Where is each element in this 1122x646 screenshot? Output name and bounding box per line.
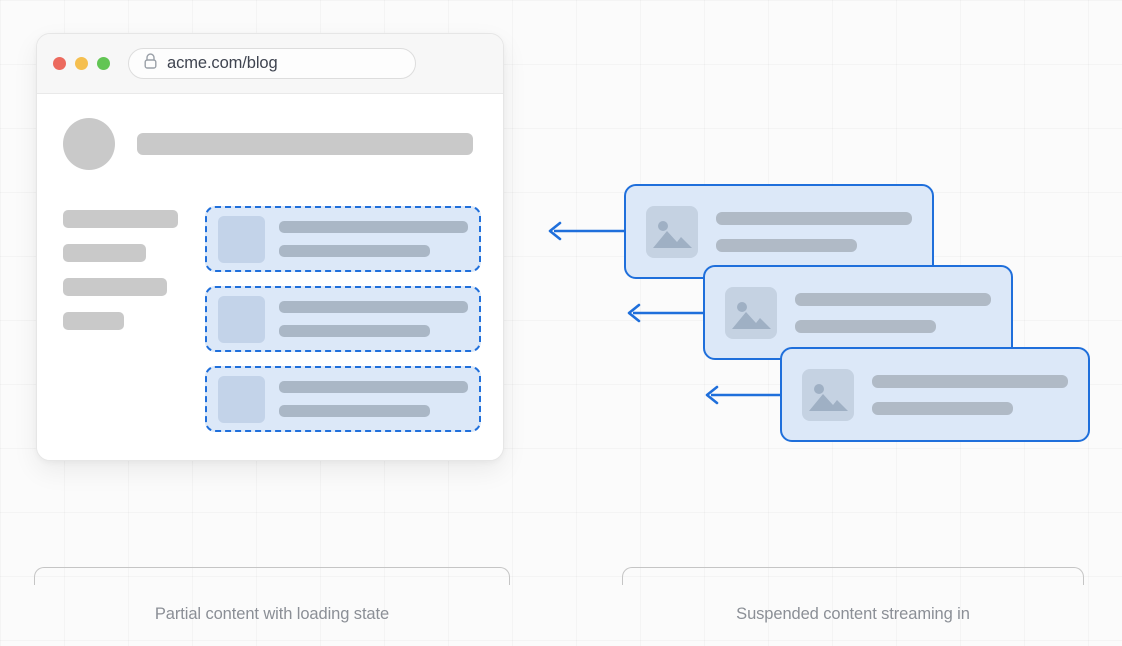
sidebar-skeleton	[63, 206, 178, 346]
streaming-card-lines	[795, 292, 991, 333]
stream-arrow-3	[703, 384, 795, 406]
stream-arrow-2	[625, 302, 717, 324]
loading-card[interactable]	[205, 366, 481, 432]
browser-chrome: acme.com/blog	[37, 34, 503, 94]
image-placeholder-icon	[646, 205, 698, 258]
streaming-card-lines	[716, 211, 912, 252]
streaming-card[interactable]	[780, 347, 1090, 442]
stream-arrow-1	[546, 220, 638, 242]
page-content-skeleton	[63, 206, 481, 446]
image-thumb-placeholder	[218, 215, 265, 263]
traffic-lights	[53, 57, 110, 70]
image-placeholder-icon	[725, 286, 777, 339]
loading-card-lines	[279, 221, 468, 257]
caption-right: Suspended content streaming in	[736, 605, 970, 623]
text-line-placeholder	[279, 405, 431, 417]
text-line-placeholder	[716, 238, 858, 252]
text-line-placeholder	[716, 211, 912, 225]
loading-cards-list	[205, 206, 481, 446]
loading-card-lines	[279, 301, 468, 337]
browser-window: acme.com/blog	[36, 33, 504, 461]
streaming-card-lines	[872, 374, 1068, 415]
text-line-placeholder	[795, 292, 991, 306]
sidebar-item-placeholder	[63, 312, 124, 330]
lock-icon	[143, 52, 158, 75]
streaming-card[interactable]	[703, 265, 1013, 360]
streaming-card[interactable]	[624, 184, 934, 279]
caption-group-left: Partial content with loading state	[34, 567, 510, 624]
close-button[interactable]	[53, 57, 66, 70]
image-thumb-placeholder	[218, 295, 265, 343]
url-bar[interactable]: acme.com/blog	[128, 48, 416, 79]
page-header-skeleton	[63, 118, 481, 170]
text-line-placeholder	[279, 245, 431, 257]
bracket-right	[622, 567, 1084, 585]
text-line-placeholder	[279, 381, 468, 393]
caption-left: Partial content with loading state	[154, 605, 390, 623]
text-line-placeholder	[795, 319, 937, 333]
text-line-placeholder	[279, 301, 468, 313]
text-line-placeholder	[872, 374, 1068, 388]
image-placeholder-icon	[802, 368, 854, 421]
loading-card[interactable]	[205, 286, 481, 352]
loading-card-lines	[279, 381, 468, 417]
sidebar-item-placeholder	[63, 278, 167, 296]
bracket-left	[34, 567, 510, 585]
text-line-placeholder	[279, 221, 468, 233]
streaming-cards-area	[540, 160, 1100, 460]
avatar	[63, 118, 115, 170]
minimize-button[interactable]	[75, 57, 88, 70]
sidebar-item-placeholder	[63, 210, 178, 228]
title-placeholder	[137, 133, 473, 155]
text-line-placeholder	[872, 401, 1014, 415]
loading-card[interactable]	[205, 206, 481, 272]
sidebar-item-placeholder	[63, 244, 146, 262]
text-line-placeholder	[279, 325, 431, 337]
caption-group-right: Suspended content streaming in	[622, 567, 1084, 624]
image-thumb-placeholder	[218, 375, 265, 423]
maximize-button[interactable]	[97, 57, 110, 70]
url-text: acme.com/blog	[167, 54, 278, 72]
browser-content	[37, 94, 503, 460]
